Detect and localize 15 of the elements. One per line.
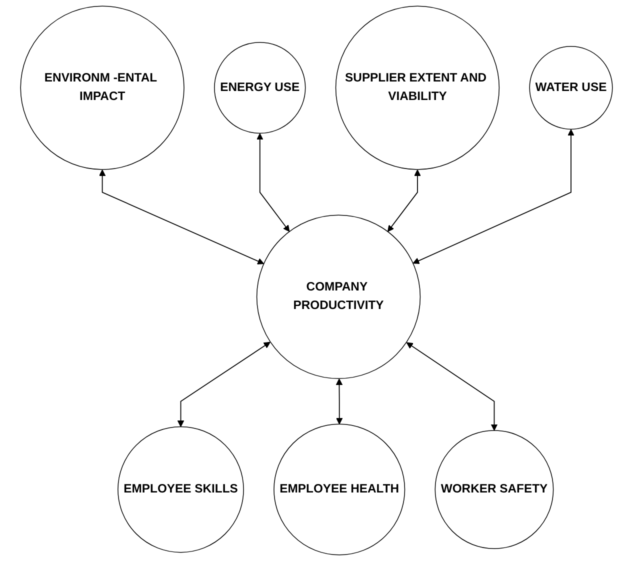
node-circle: ENERGY USE	[214, 42, 306, 134]
arrow	[98, 170, 264, 264]
arrow	[256, 133, 290, 232]
node-circle: EMPLOYEE SKILLS	[118, 426, 244, 553]
arrow	[406, 342, 498, 431]
arrow	[177, 342, 270, 428]
node-circle: WORKER SAFETY	[434, 430, 554, 549]
arrow	[336, 378, 343, 424]
node-circle: ENVIRONM -ENTAL IMPACT	[20, 6, 184, 170]
node-circle: SUPPLIER EXTENT AND VIABILITY	[335, 6, 500, 170]
arrow	[412, 129, 574, 264]
node-circle: WATER USE	[529, 46, 613, 130]
node-circle: COMPANY PRODUCTIVITY	[256, 214, 421, 379]
node-circle: EMPLOYEE HEALTH	[274, 424, 406, 556]
arrow	[387, 170, 421, 232]
